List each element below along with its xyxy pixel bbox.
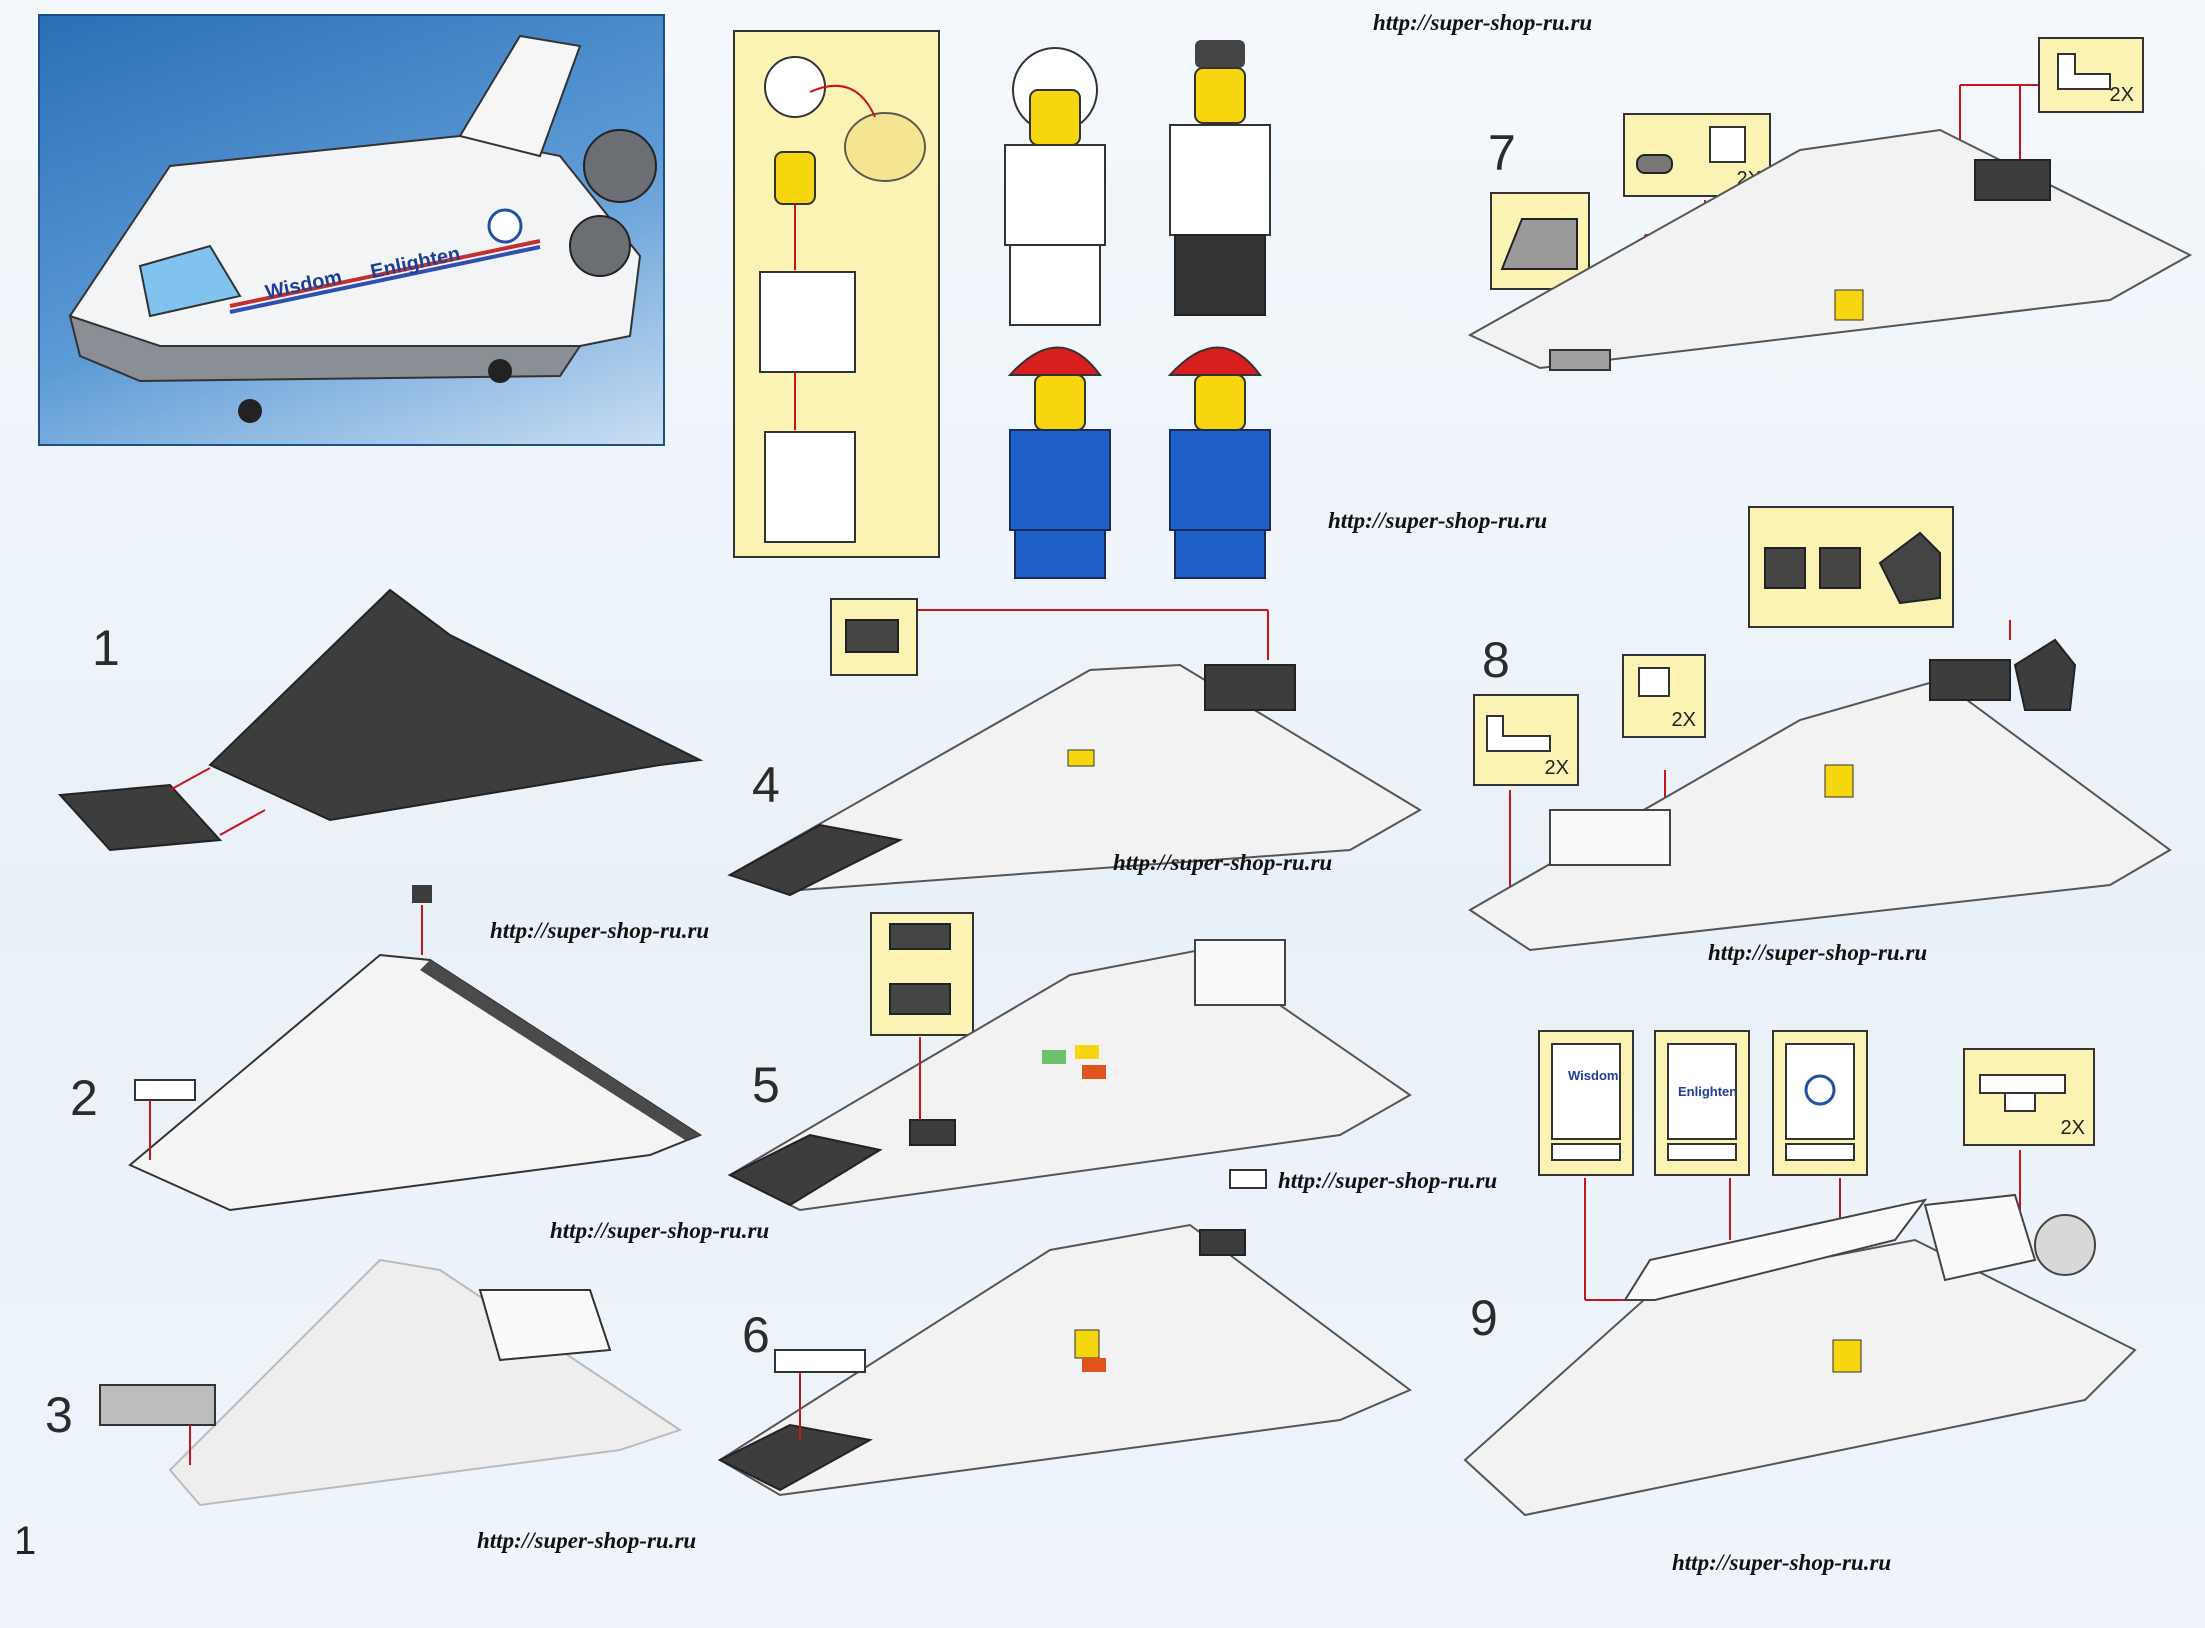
step8-callout-seat: 2X <box>1473 694 1579 786</box>
step9-callout-panel-wisdom: Wisdom <box>1538 1030 1634 1176</box>
minifig-assembly-diagram <box>759 56 926 543</box>
watermark-url-4: http://super-shop-ru.ru <box>490 918 710 943</box>
watermark-url-5: http://super-shop-ru.ru <box>1708 940 1928 965</box>
step-number-2: 2 <box>70 1070 98 1126</box>
watermark-url-6: http://super-shop-ru.ru <box>1278 1168 1498 1193</box>
step8-quantity-a: 2X <box>1544 757 1569 779</box>
step5-callout <box>870 912 974 1036</box>
scientist-minifig <box>1169 40 1271 316</box>
astronaut-minifig <box>1004 47 1106 326</box>
step-number-4: 4 <box>752 757 780 813</box>
step8-diagram <box>1468 620 2172 952</box>
step9-panel-label-wisdom: Wisdom <box>1568 1068 1619 1083</box>
step9-quantity: 2X <box>2060 1117 2085 1139</box>
step5-diagram <box>727 939 1412 1212</box>
step-number-5: 5 <box>752 1057 780 1113</box>
step9-callout-panel-logo <box>1772 1030 1868 1176</box>
step4-diagram <box>727 609 1422 897</box>
minifig-assembly-callout <box>733 30 940 558</box>
watermark-url-8: http://super-shop-ru.ru <box>477 1528 697 1553</box>
page-number: 1 <box>14 1519 37 1563</box>
step1-diagram <box>57 588 704 852</box>
step-number-3: 3 <box>45 1387 73 1443</box>
minifigures-group <box>1004 40 1271 579</box>
crew-minifig-2 <box>1167 346 1271 579</box>
step7-callout-slope <box>1490 192 1590 290</box>
step8-callout-engine <box>1748 506 1954 628</box>
step8-callout-corner: 2X <box>1622 654 1706 738</box>
step9-callout-panel-enlighten: Enlighten <box>1654 1030 1750 1176</box>
watermark-url-2: http://super-shop-ru.ru <box>1328 508 1548 533</box>
step9-callout-brackets: 2X <box>1963 1048 2095 1146</box>
watermark-url-1: http://super-shop-ru.ru <box>1373 10 1593 35</box>
watermark-url-7: http://super-shop-ru.ru <box>550 1218 770 1243</box>
step9-panel-label-enlighten: Enlighten <box>1678 1084 1738 1099</box>
step-number-7: 7 <box>1488 125 1516 181</box>
crew-minifig-1 <box>1007 346 1111 579</box>
step2-diagram <box>128 885 703 1212</box>
shuttle-illustration <box>68 34 657 423</box>
watermark-url-9: http://super-shop-ru.ru <box>1672 1550 1892 1575</box>
step-number-9: 9 <box>1470 1290 1498 1346</box>
step-number-1: 1 <box>92 620 120 676</box>
watermark-url-3: http://super-shop-ru.ru <box>1113 850 1333 875</box>
cover-image: Wisdom Enlighten <box>38 14 665 446</box>
step-number-8: 8 <box>1482 632 1510 688</box>
step4-callout <box>830 598 918 676</box>
step6-diagram <box>717 1169 1412 1497</box>
step7-quantity-b: 2X <box>2109 84 2134 106</box>
step-number-6: 6 <box>742 1307 770 1363</box>
step9-diagram <box>1463 1150 2137 1517</box>
step7-callout-seat: 2X <box>2038 37 2144 113</box>
step7-diagram <box>1467 84 2193 371</box>
step3-diagram <box>99 1258 683 1507</box>
step8-quantity-b: 2X <box>1671 709 1696 731</box>
